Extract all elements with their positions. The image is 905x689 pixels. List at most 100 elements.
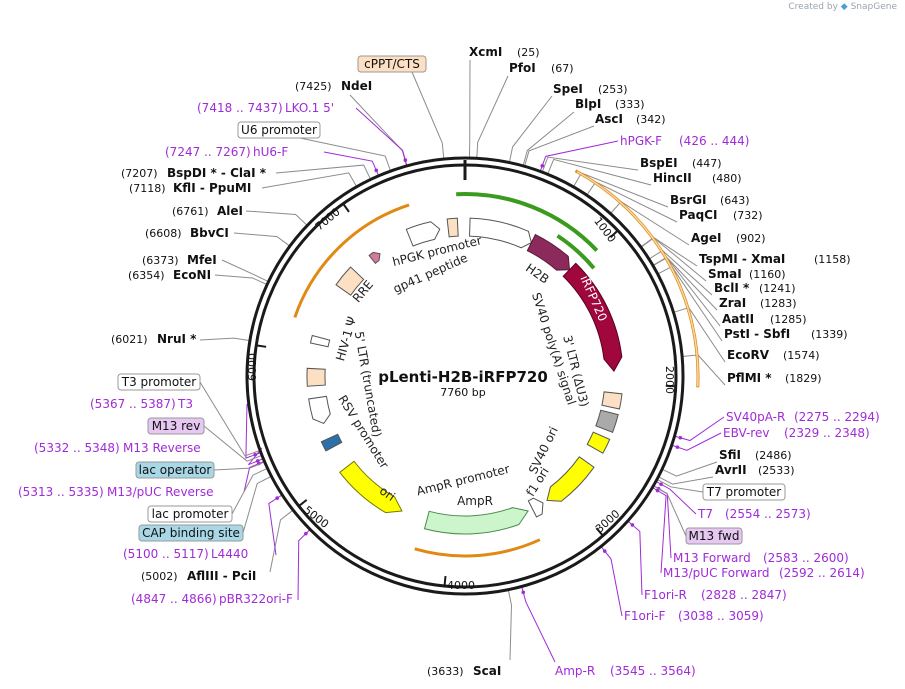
ampr-promoter-arrow — [527, 497, 544, 518]
orf-arc-green-inner — [556, 234, 596, 270]
primer-range-l4440: (5100 .. 5117) — [123, 547, 209, 561]
enzyme-pos-hincii: (480) — [712, 172, 742, 185]
enzyme-name-avrii: AvrII — [715, 463, 747, 477]
primer-range-m13-forward: (2583 .. 2600) — [763, 551, 849, 565]
rre-box — [335, 266, 365, 296]
enzyme-pos-kfli: (7118) — [129, 182, 166, 195]
enzyme-pos-econi: (6354) — [128, 269, 165, 282]
enzyme-pos-paqci: (732) — [733, 209, 763, 222]
primer-site-14 — [374, 168, 379, 173]
tick-label-2000: 2000 — [663, 366, 676, 394]
orf-arc-bottom — [414, 538, 541, 558]
primer-site-3 — [659, 482, 663, 487]
primer-site-7 — [602, 549, 607, 553]
irfp720-arrow — [562, 262, 623, 373]
primer-range-f1ori-f: (3038 .. 3059) — [678, 609, 764, 623]
enzyme-pos-bspdi: (7207) — [121, 167, 158, 180]
boxed-feature-cap-binding-site: CAP binding site — [138, 524, 244, 542]
enzyme-name-psti: PstI - SbfI — [724, 327, 790, 341]
primer-site-6 — [630, 523, 635, 527]
primer-name-lko1: LKO.1 5' — [285, 101, 334, 115]
primer-leader-15 — [355, 107, 408, 166]
enzyme-pos-pfoi: (67) — [551, 62, 574, 75]
primer-name-amp-r: Amp-R — [555, 664, 595, 678]
tick-mark-5000 — [298, 499, 308, 507]
tick-label-7000: 7000 — [313, 205, 343, 233]
enzyme-name-blpi: BlpI — [575, 97, 601, 111]
h2b-arrow — [526, 233, 571, 271]
primer-leader-5 — [652, 487, 667, 574]
feature-label-ampr: AmpR — [457, 494, 493, 508]
tick-mark-4000 — [443, 575, 447, 586]
primer-leader-14 — [323, 151, 379, 176]
enzyme-leader-4 — [524, 125, 595, 166]
hiv-psi-box — [309, 334, 331, 348]
enzyme-pos-smai: (1160) — [749, 268, 786, 281]
enzyme-name-scai: ScaI — [473, 664, 501, 678]
plasmid-name: pLenti-H2B-iRFP720 — [378, 368, 548, 386]
primer-name-t7: T7 — [697, 507, 713, 521]
enzyme-name-pfoi: PfoI — [509, 61, 536, 75]
boxed-feature-m13-fwd: M13 fwd — [685, 527, 743, 545]
boxed-label-cppt-cts: cPPT/CTS — [364, 57, 420, 71]
enzyme-name-tspmi: TspMI - XmaI — [699, 252, 785, 266]
enzyme-pos-bspei: (447) — [692, 157, 722, 170]
primer-site-9 — [304, 531, 308, 536]
enzyme-leader-6 — [547, 158, 652, 186]
primer-site-12 — [255, 459, 260, 463]
primer-range-hu6-f: (7247 .. 7267) — [165, 145, 251, 159]
boxed-leader-3 — [653, 485, 687, 537]
sv40-ori-box — [586, 431, 611, 454]
tick-mark-7000 — [342, 203, 350, 213]
primer-range-m13-reverse: (5332 .. 5348) — [34, 441, 120, 455]
enzyme-name-alei: AleI — [217, 204, 243, 218]
sv40-polya-box — [601, 391, 623, 410]
cppt-box — [446, 217, 459, 238]
enzyme-name-ecorv: EcoRV — [727, 348, 770, 362]
enzyme-pos-ndei: (7425) — [295, 80, 332, 93]
enzyme-pos-tspmi: (1158) — [814, 253, 851, 266]
boxed-feature-t3-promoter: T3 promoter — [117, 373, 201, 391]
enzyme-pos-asci: (342) — [636, 113, 666, 126]
enzyme-leader-1 — [476, 75, 509, 158]
enzyme-pos-alei: (6761) — [172, 205, 209, 218]
boxed-label-lac-promoter: lac promoter — [152, 507, 229, 521]
enzyme-pos-nrui: (6021) — [111, 333, 148, 346]
primer-leader-9 — [297, 529, 310, 601]
enzyme-pos-mfei: (6373) — [142, 254, 179, 267]
primer-range-sv40pa-r: (2275 .. 2294) — [794, 410, 880, 424]
orf-arc-green-outer — [456, 192, 599, 252]
enzyme-name-bcli: BclI * — [714, 281, 750, 295]
5-ltr-box — [306, 367, 326, 387]
primer-range-hpgk-f: (426 .. 444) — [679, 134, 749, 148]
primer-name-l4440: L4440 — [211, 547, 248, 561]
tick-label-4000: 4000 — [447, 579, 475, 592]
3-ltr-box — [595, 409, 619, 433]
enzyme-name-bspdi: BspDI * - ClaI * — [167, 166, 267, 180]
snapgene-credit: Created by ◆ SnapGene — [788, 2, 897, 12]
enzyme-name-mfei: MfeI — [187, 253, 217, 267]
enzyme-name-pflmi: PflMI * — [727, 371, 772, 385]
feature-label-ampr-promoter: AmpR promoter — [415, 462, 511, 499]
enzyme-leader-2 — [509, 95, 553, 162]
primer-name-f1ori-r: F1ori-R — [644, 588, 687, 602]
enzyme-pos-psti: (1339) — [811, 328, 848, 341]
primer-range-f1ori-r: (2828 .. 2847) — [701, 588, 787, 602]
primer-range-amp-r: (3545 .. 3564) — [610, 664, 696, 678]
orf-arc-h2b-irfp-highlight — [576, 171, 699, 387]
boxed-leader-8 — [242, 476, 271, 534]
primer-name-hpgk-f: hPGK-F — [620, 134, 662, 148]
enzyme-pos-sfii: (2486) — [755, 449, 792, 462]
primer-range-t3: (5367 .. 5387) — [90, 397, 176, 411]
boxed-label-u6-promoter: U6 promoter — [241, 123, 317, 137]
backbone-outer-ring — [245, 156, 685, 596]
enzyme-leader-22 — [199, 337, 249, 342]
primer-leader-6 — [628, 521, 643, 596]
primer-name-t3: T3 — [177, 397, 193, 411]
tick-marks — [257, 160, 675, 586]
primer-name-hu6-f: hU6-F — [253, 145, 288, 159]
enzyme-leader-25 — [233, 232, 290, 246]
boxed-leader-2 — [657, 479, 704, 493]
hpgk-promoter-arrow — [469, 217, 532, 249]
enzyme-leader-27 — [261, 172, 357, 189]
